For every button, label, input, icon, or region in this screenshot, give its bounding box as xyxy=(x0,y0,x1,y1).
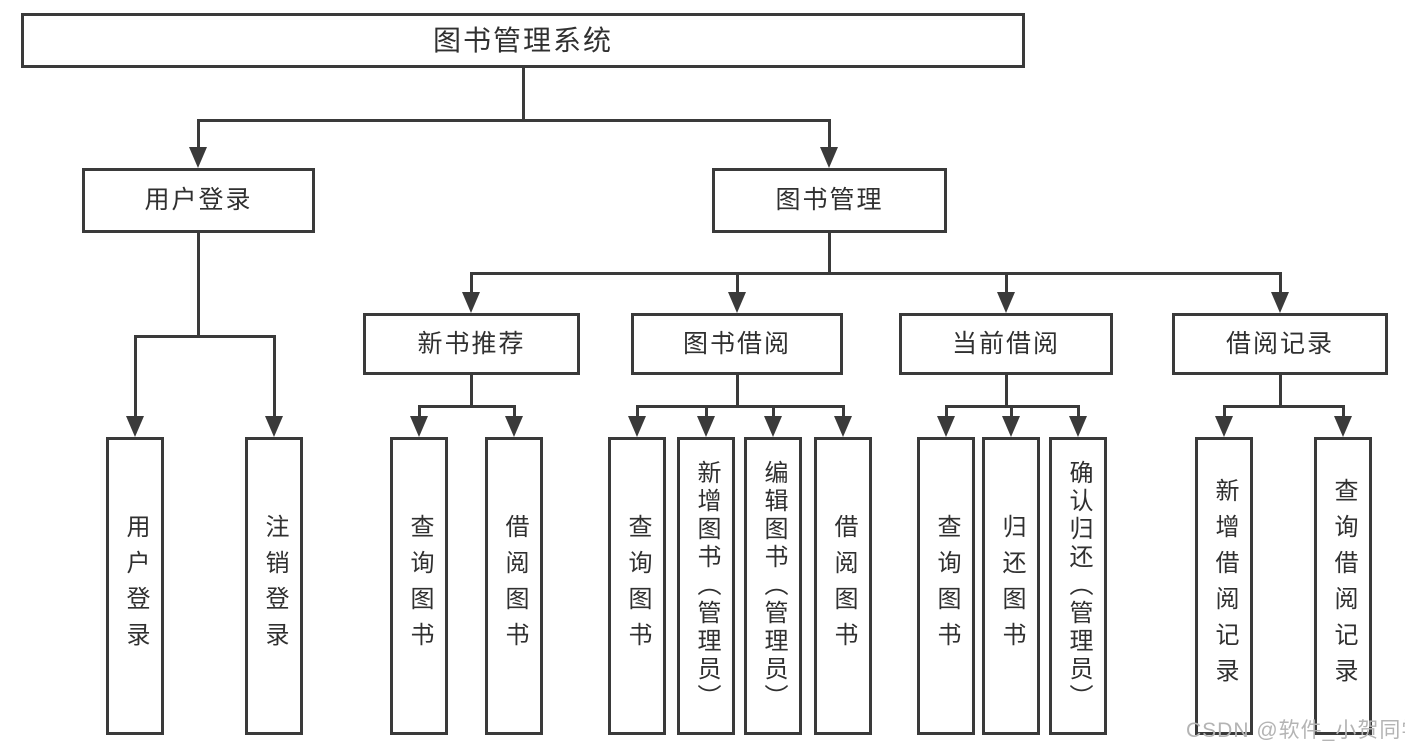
connector-line-vertical xyxy=(841,406,845,419)
arrowhead-down-icon xyxy=(410,416,428,437)
node-label: 借阅图书 xyxy=(501,514,528,658)
node-label: 新增借阅记录 xyxy=(1211,478,1238,694)
connector-line-vertical xyxy=(512,406,516,419)
node-label: 查询图书 xyxy=(624,514,651,658)
connector-line-vertical xyxy=(704,406,708,419)
connector-line-vertical xyxy=(469,375,473,406)
node-label: 借阅记录 xyxy=(1225,329,1334,358)
connector-line-vertical xyxy=(735,375,739,406)
arrowhead-down-icon xyxy=(1215,416,1233,437)
node-borrow-records: 借阅记录 xyxy=(1172,313,1388,375)
node-label: 查询图书 xyxy=(406,514,433,658)
arrowhead-down-icon xyxy=(1271,292,1289,313)
connector-line-vertical xyxy=(827,120,831,150)
node-user-login: 用户登录 xyxy=(82,168,315,233)
node-label: 注销登录 xyxy=(261,514,288,658)
node-label: 当前借阅 xyxy=(951,329,1060,358)
node-label: 图书管理 xyxy=(775,186,884,214)
node-leaf-user-login: 用户登录 xyxy=(106,437,164,735)
connector-line-vertical xyxy=(1222,406,1226,419)
arrowhead-down-icon xyxy=(728,292,746,313)
connector-line-vertical xyxy=(1004,375,1008,406)
node-label: 编辑图书（管理员） xyxy=(760,460,787,712)
connector-line-vertical xyxy=(635,406,639,419)
node-leaf-confirm-return: 确认归还（管理员） xyxy=(1049,437,1107,735)
node-label: 归还图书 xyxy=(998,514,1025,658)
node-leaf-query-book-3: 查询图书 xyxy=(917,437,975,735)
connector-line-vertical xyxy=(771,406,775,419)
node-leaf-add-book: 新增图书（管理员） xyxy=(677,437,735,735)
node-leaf-query-borrow-record: 查询借阅记录 xyxy=(1314,437,1372,735)
connector-line-vertical xyxy=(1076,406,1080,419)
node-book-borrow: 图书借阅 xyxy=(631,313,843,375)
connector-line-vertical xyxy=(1278,273,1282,295)
arrowhead-down-icon xyxy=(462,292,480,313)
arrowhead-down-icon xyxy=(1002,416,1020,437)
arrowhead-down-icon xyxy=(834,416,852,437)
node-label: 新书推荐 xyxy=(417,329,526,358)
connector-line-vertical xyxy=(196,120,200,150)
node-label: 借阅图书 xyxy=(830,514,857,658)
connector-line-vertical xyxy=(196,233,200,336)
node-label: 用户登录 xyxy=(144,186,253,214)
connector-line-horizontal xyxy=(196,118,831,122)
connector-line-vertical xyxy=(1004,273,1008,295)
arrowhead-down-icon xyxy=(505,416,523,437)
node-leaf-edit-book: 编辑图书（管理员） xyxy=(744,437,802,735)
node-leaf-query-book-1: 查询图书 xyxy=(390,437,448,735)
node-current-borrow: 当前借阅 xyxy=(899,313,1113,375)
node-label: 查询借阅记录 xyxy=(1330,478,1357,694)
connector-line-horizontal xyxy=(469,271,1282,275)
node-label: 图书借阅 xyxy=(682,329,791,358)
arrowhead-down-icon xyxy=(265,416,283,437)
node-label: 用户登录 xyxy=(122,514,149,658)
connector-line-horizontal xyxy=(1222,404,1345,408)
node-label: 查询图书 xyxy=(933,514,960,658)
arrowhead-down-icon xyxy=(937,416,955,437)
connector-line-vertical xyxy=(735,273,739,295)
node-leaf-borrow-book-1: 借阅图书 xyxy=(485,437,543,735)
node-book-mgmt: 图书管理 xyxy=(712,168,947,233)
connector-line-horizontal xyxy=(417,404,516,408)
connector-line-horizontal xyxy=(635,404,845,408)
node-new-book-rec: 新书推荐 xyxy=(363,313,580,375)
connector-line-vertical xyxy=(521,68,525,120)
watermark: CSDN @软件_小贺同学 xyxy=(1186,719,1405,742)
arrowhead-down-icon xyxy=(764,416,782,437)
node-label: 确认归还（管理员） xyxy=(1065,460,1092,712)
arrowhead-down-icon xyxy=(126,416,144,437)
node-label: 图书管理系统 xyxy=(432,24,613,56)
connector-line-horizontal xyxy=(133,334,276,338)
connector-line-vertical xyxy=(1278,375,1282,406)
arrowhead-down-icon xyxy=(1069,416,1087,437)
node-label: 新增图书（管理员） xyxy=(693,460,720,712)
connector-line-vertical xyxy=(944,406,948,419)
connector-line-vertical xyxy=(417,406,421,419)
arrowhead-down-icon xyxy=(1334,416,1352,437)
connector-line-vertical xyxy=(133,336,137,418)
arrowhead-down-icon xyxy=(628,416,646,437)
node-leaf-query-book-2: 查询图书 xyxy=(608,437,666,735)
connector-line-vertical xyxy=(1009,406,1013,419)
node-leaf-borrow-book-2: 借阅图书 xyxy=(814,437,872,735)
node-root: 图书管理系统 xyxy=(21,13,1025,68)
connector-line-vertical xyxy=(469,273,473,295)
connector-line-vertical xyxy=(272,336,276,418)
node-leaf-add-borrow-record: 新增借阅记录 xyxy=(1195,437,1253,735)
arrowhead-down-icon xyxy=(997,292,1015,313)
node-leaf-return-book: 归还图书 xyxy=(982,437,1040,735)
node-leaf-logout: 注销登录 xyxy=(245,437,303,735)
arrowhead-down-icon xyxy=(820,147,838,168)
arrowhead-down-icon xyxy=(697,416,715,437)
connector-line-vertical xyxy=(827,233,831,273)
connector-line-vertical xyxy=(1341,406,1345,419)
arrowhead-down-icon xyxy=(189,147,207,168)
